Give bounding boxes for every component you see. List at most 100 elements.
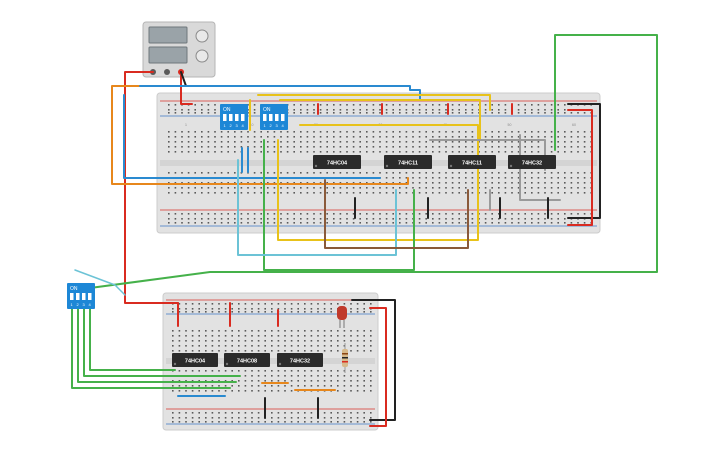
breadboard-hole[interactable] xyxy=(231,380,233,382)
breadboard-hole[interactable] xyxy=(511,172,513,174)
breadboard-hole[interactable] xyxy=(337,303,339,305)
breadboard-hole[interactable] xyxy=(198,345,200,347)
breadboard-hole[interactable] xyxy=(211,335,214,337)
breadboard-hole[interactable] xyxy=(366,218,368,220)
breadboard-hole[interactable] xyxy=(418,218,421,220)
breadboard-hole[interactable] xyxy=(356,345,359,347)
breadboard-hole[interactable] xyxy=(187,213,190,215)
breadboard-hole[interactable] xyxy=(458,131,460,133)
breadboard-hole[interactable] xyxy=(220,146,223,148)
breadboard-hole[interactable] xyxy=(234,182,236,184)
breadboard-hole[interactable] xyxy=(412,131,414,133)
breadboard-hole[interactable] xyxy=(304,385,306,387)
breadboard-hole[interactable] xyxy=(220,222,223,224)
breadboard-hole[interactable] xyxy=(405,141,408,143)
breadboard-hole[interactable] xyxy=(181,112,183,114)
breadboard-hole[interactable] xyxy=(284,340,286,342)
breadboard-hole[interactable] xyxy=(224,340,227,342)
breadboard-hole[interactable] xyxy=(498,222,500,224)
wire-lightblue-loop[interactable] xyxy=(237,159,397,256)
breadboard-hole[interactable] xyxy=(168,172,170,174)
breadboard-hole[interactable] xyxy=(244,417,247,419)
breadboard-hole[interactable] xyxy=(238,335,240,337)
breadboard-hole[interactable] xyxy=(310,412,313,414)
breadboard-hole[interactable] xyxy=(326,141,328,143)
breadboard-hole[interactable] xyxy=(438,141,441,143)
breadboard-hole[interactable] xyxy=(201,182,203,184)
breadboard-hole[interactable] xyxy=(363,345,365,347)
breadboard-hole[interactable] xyxy=(207,213,210,215)
breadboard-hole[interactable] xyxy=(251,340,253,342)
breadboard-hole[interactable] xyxy=(178,421,181,423)
breadboard-hole[interactable] xyxy=(418,151,421,153)
breadboard-hole[interactable] xyxy=(277,350,280,352)
breadboard-hole[interactable] xyxy=(350,311,352,313)
breadboard-hole[interactable] xyxy=(251,390,253,392)
breadboard-hole[interactable] xyxy=(313,141,315,143)
breadboard-hole[interactable] xyxy=(350,330,352,332)
breadboard-hole[interactable] xyxy=(425,192,427,194)
breadboard-hole[interactable] xyxy=(524,131,526,133)
breadboard-hole[interactable] xyxy=(352,131,355,133)
breadboard-hole[interactable] xyxy=(346,192,348,194)
breadboard-hole[interactable] xyxy=(319,104,322,106)
breadboard-hole[interactable] xyxy=(330,375,332,377)
breadboard-hole[interactable] xyxy=(537,222,540,224)
breadboard-hole[interactable] xyxy=(352,146,355,148)
breadboard-hole[interactable] xyxy=(205,390,207,392)
breadboard-hole[interactable] xyxy=(445,222,447,224)
breadboard-hole[interactable] xyxy=(244,345,247,347)
breadboard-hole[interactable] xyxy=(214,112,216,114)
breadboard-hole[interactable] xyxy=(304,311,306,313)
breadboard-hole[interactable] xyxy=(432,222,434,224)
breadboard-hole[interactable] xyxy=(253,146,256,148)
breadboard-hole[interactable] xyxy=(273,218,276,220)
breadboard-hole[interactable] xyxy=(570,131,573,133)
breadboard-hole[interactable] xyxy=(570,177,573,179)
breadboard-hole[interactable] xyxy=(251,345,253,347)
breadboard-hole[interactable] xyxy=(253,104,256,106)
breadboard-hole[interactable] xyxy=(537,112,540,114)
breadboard-hole[interactable] xyxy=(211,380,214,382)
breadboard-hole[interactable] xyxy=(570,151,573,153)
breadboard-hole[interactable] xyxy=(168,141,170,143)
breadboard-hole[interactable] xyxy=(231,335,233,337)
breadboard-hole[interactable] xyxy=(465,172,467,174)
breadboard-hole[interactable] xyxy=(379,104,381,106)
breadboard-hole[interactable] xyxy=(257,375,260,377)
breadboard-hole[interactable] xyxy=(498,192,500,194)
breadboard-hole[interactable] xyxy=(379,136,381,138)
breadboard-hole[interactable] xyxy=(211,340,214,342)
breadboard-hole[interactable] xyxy=(310,370,313,372)
breadboard-hole[interactable] xyxy=(220,131,223,133)
breadboard-hole[interactable] xyxy=(583,136,586,138)
breadboard-hole[interactable] xyxy=(458,146,460,148)
breadboard-hole[interactable] xyxy=(178,350,181,352)
breadboard-hole[interactable] xyxy=(227,136,229,138)
wire-yellow-loop[interactable] xyxy=(277,124,479,241)
breadboard-hole[interactable] xyxy=(227,146,229,148)
breadboard-hole[interactable] xyxy=(524,112,526,114)
breadboard-hole[interactable] xyxy=(458,104,460,106)
breadboard-hole[interactable] xyxy=(323,340,326,342)
breadboard-hole[interactable] xyxy=(385,109,388,111)
breadboard-hole[interactable] xyxy=(491,213,493,215)
breadboard-hole[interactable] xyxy=(337,340,339,342)
breadboard-hole[interactable] xyxy=(504,104,507,106)
breadboard-hole[interactable] xyxy=(214,187,216,189)
breadboard-hole[interactable] xyxy=(224,421,227,423)
breadboard-hole[interactable] xyxy=(290,345,293,347)
breadboard-hole[interactable] xyxy=(445,104,447,106)
breadboard-hole[interactable] xyxy=(178,412,181,414)
breadboard-hole[interactable] xyxy=(399,182,401,184)
breadboard-hole[interactable] xyxy=(385,141,388,143)
breadboard-hole[interactable] xyxy=(498,182,500,184)
breadboard-hole[interactable] xyxy=(317,380,319,382)
breadboard-hole[interactable] xyxy=(577,213,579,215)
breadboard-hole[interactable] xyxy=(363,380,365,382)
breadboard-hole[interactable] xyxy=(267,151,269,153)
breadboard-hole[interactable] xyxy=(313,192,315,194)
breadboard-hole[interactable] xyxy=(564,131,566,133)
breadboard-hole[interactable] xyxy=(172,311,174,313)
breadboard-hole[interactable] xyxy=(544,104,546,106)
